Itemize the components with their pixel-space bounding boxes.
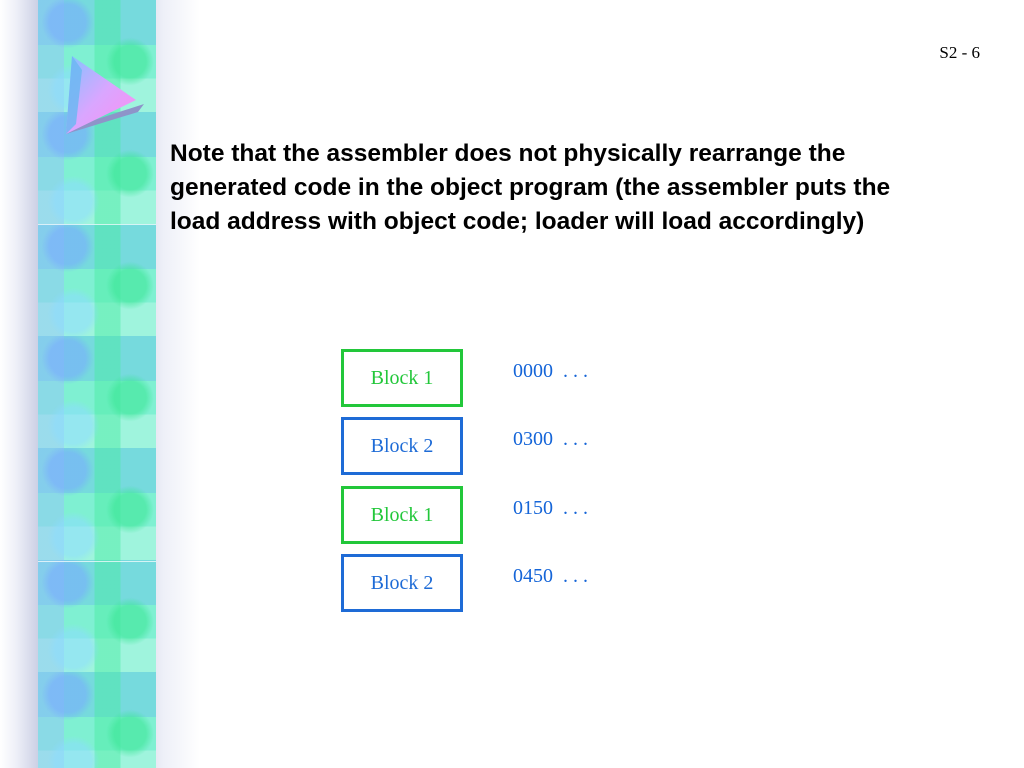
block-row: Block 2 0450 . . . [341,554,661,612]
triangle-logo-icon [66,56,144,134]
slide-number: S2 - 6 [939,43,980,62]
block-box: Block 2 [341,417,463,475]
block-box: Block 1 [341,349,463,407]
side-band-decoration [38,0,156,768]
block-address: 0300 . . . [513,428,588,450]
block-row: Block 1 0150 . . . [341,486,661,544]
block-box: Block 1 [341,486,463,544]
block-box: Block 2 [341,554,463,612]
block-row: Block 1 0000 . . . [341,349,661,407]
block-row: Block 2 0300 . . . [341,417,661,475]
block-address: 0000 . . . [513,360,588,382]
block-address: 0150 . . . [513,497,588,519]
band-divider [38,224,156,225]
band-divider [38,561,156,562]
block-address: 0450 . . . [513,565,588,587]
note-text: Note that the assembler does not physica… [170,140,891,235]
